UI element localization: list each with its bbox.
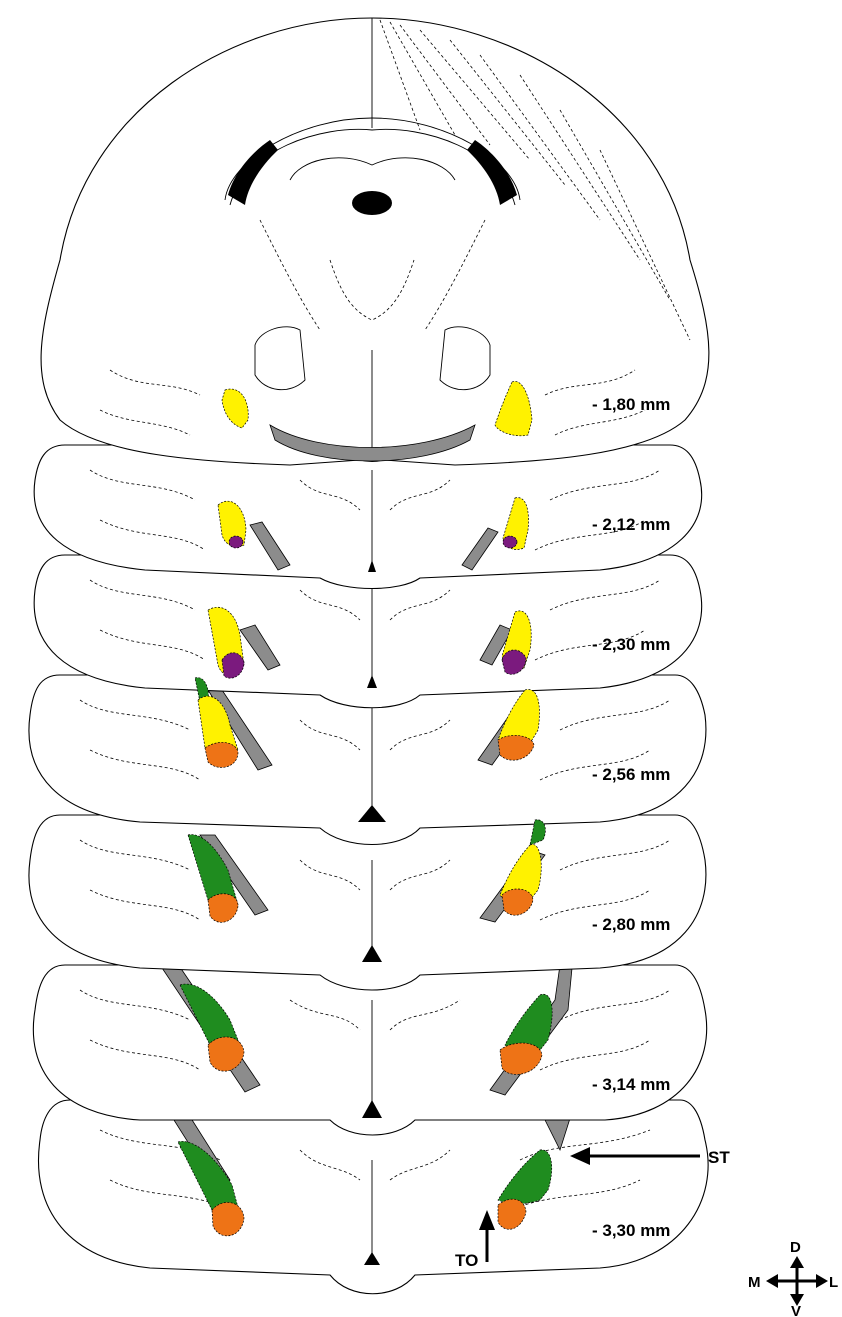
compass-dorsal: D (790, 1239, 801, 1256)
orientation-compass: D V M L (748, 1239, 838, 1317)
section-label: - 2,80 mm (592, 915, 670, 934)
section-label: - 3,30 mm (592, 1221, 670, 1240)
purple-region (503, 536, 517, 548)
section-label: - 1,80 mm (592, 395, 670, 414)
section-label: - 2,12 mm (592, 515, 670, 534)
compass-lateral: L (829, 1274, 838, 1291)
purple-region (229, 536, 243, 548)
arrow-left-icon (766, 1274, 778, 1288)
to-label: TO (455, 1251, 478, 1270)
st-label: ST (708, 1148, 730, 1167)
compass-medial: M (748, 1274, 761, 1291)
compass-ventral: V (791, 1303, 801, 1317)
arrow-right-icon (816, 1274, 828, 1288)
section-label: - 2,56 mm (592, 765, 670, 784)
section-label: - 2,30 mm (592, 635, 670, 654)
section-label: - 3,14 mm (592, 1075, 670, 1094)
arrow-up-icon (790, 1256, 804, 1268)
